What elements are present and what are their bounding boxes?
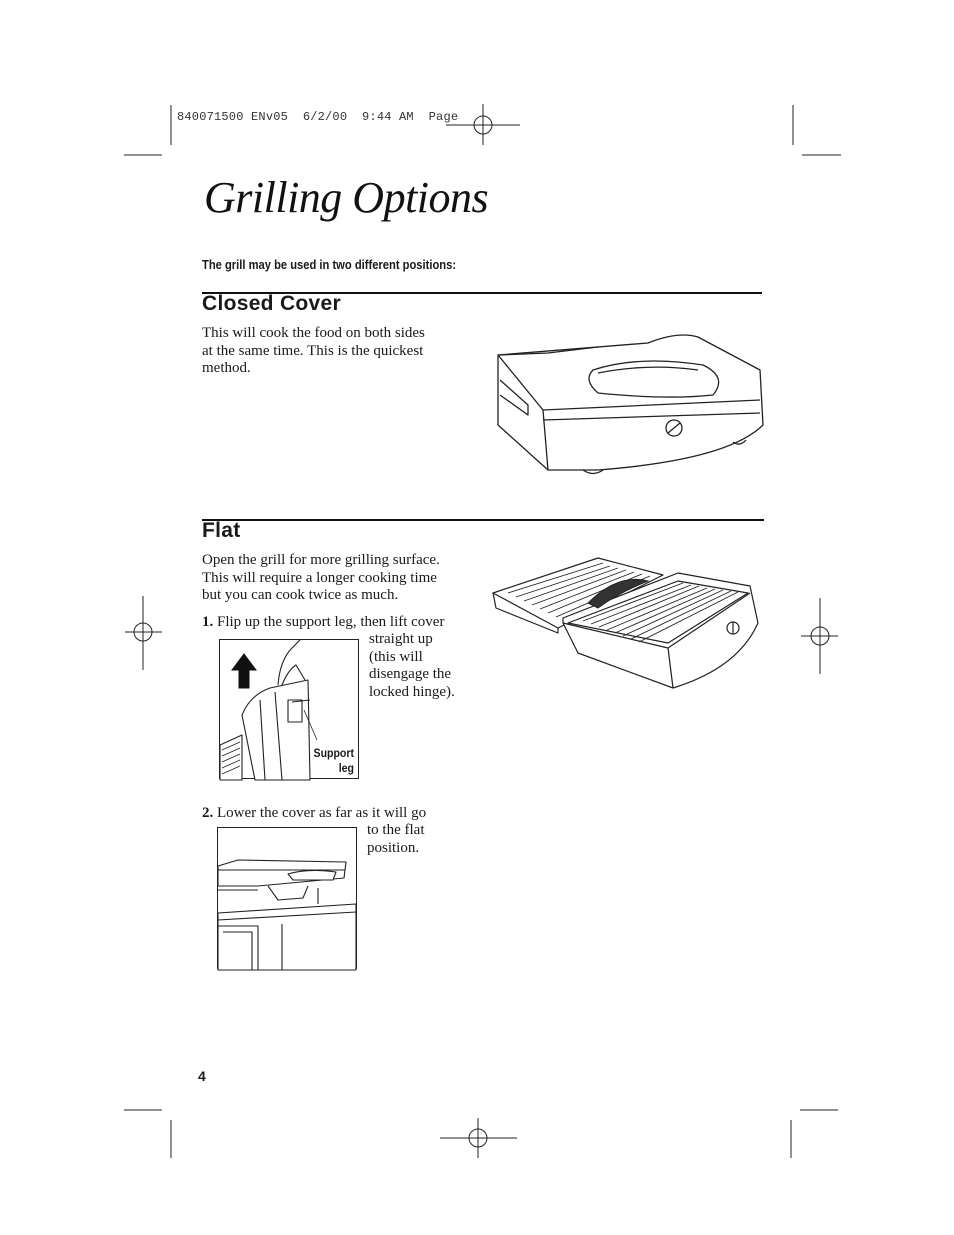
step1-number: 1. — [202, 614, 214, 630]
intro-text: The grill may be used in two different p… — [202, 257, 457, 272]
text-line: to the flat — [367, 822, 425, 838]
label-line: leg — [338, 761, 354, 775]
closed-grill-illustration — [497, 334, 764, 475]
step1-first-line: Flip up the support leg, then lift cover — [217, 614, 445, 630]
text-line: (this will — [369, 648, 423, 665]
step2-number: 2. — [202, 805, 214, 821]
flat-text: Open the grill for more grilling surface… — [202, 552, 440, 605]
page-number: 4 — [198, 1068, 206, 1084]
flat-grill-illustration — [492, 557, 759, 689]
text-line: This will cook the food on both sides — [202, 325, 425, 341]
step1-text: 1. Flip up the support leg, then lift co… — [202, 614, 444, 632]
text-line: locked hinge). — [369, 683, 455, 700]
text-line: straight up — [369, 631, 433, 647]
text-line: This will require a longer cooking time — [202, 569, 437, 586]
closed-cover-heading: Closed Cover — [202, 292, 341, 315]
text-line: disengage the — [369, 666, 452, 682]
text-line: but you can cook twice as much. — [202, 587, 399, 603]
text-line: Open the grill for more grilling surface… — [202, 552, 440, 568]
text-line: position. — [367, 839, 420, 856]
label-line: Support — [313, 746, 354, 760]
lift-cover-drawing — [219, 639, 318, 781]
step2-text: 2. Lower the cover as far as it will go — [202, 805, 426, 823]
up-arrow-icon — [231, 653, 257, 689]
text-line: at the same time. This is the quickest — [202, 342, 424, 359]
closed-cover-text: This will cook the food on both sides at… — [202, 325, 425, 378]
lower-cover-drawing — [217, 859, 357, 971]
flat-heading: Flat — [202, 519, 241, 542]
print-slug: 840071500 ENv05 6/2/00 9:44 AM Page — [177, 110, 459, 124]
text-line: method. — [202, 360, 251, 376]
step2-first-line: Lower the cover as far as it will go — [217, 805, 427, 821]
page-title: Grilling Options — [204, 173, 489, 222]
step1-figure: Support leg — [219, 639, 359, 781]
support-leg-label: Support leg — [314, 746, 354, 776]
step1-continuation: straight up (this will disengage the loc… — [369, 631, 455, 701]
step2-continuation: to the flat position. — [367, 822, 424, 857]
section-rule-flat — [202, 519, 764, 521]
step2-figure — [217, 827, 357, 971]
section-rule-closed — [202, 292, 762, 294]
